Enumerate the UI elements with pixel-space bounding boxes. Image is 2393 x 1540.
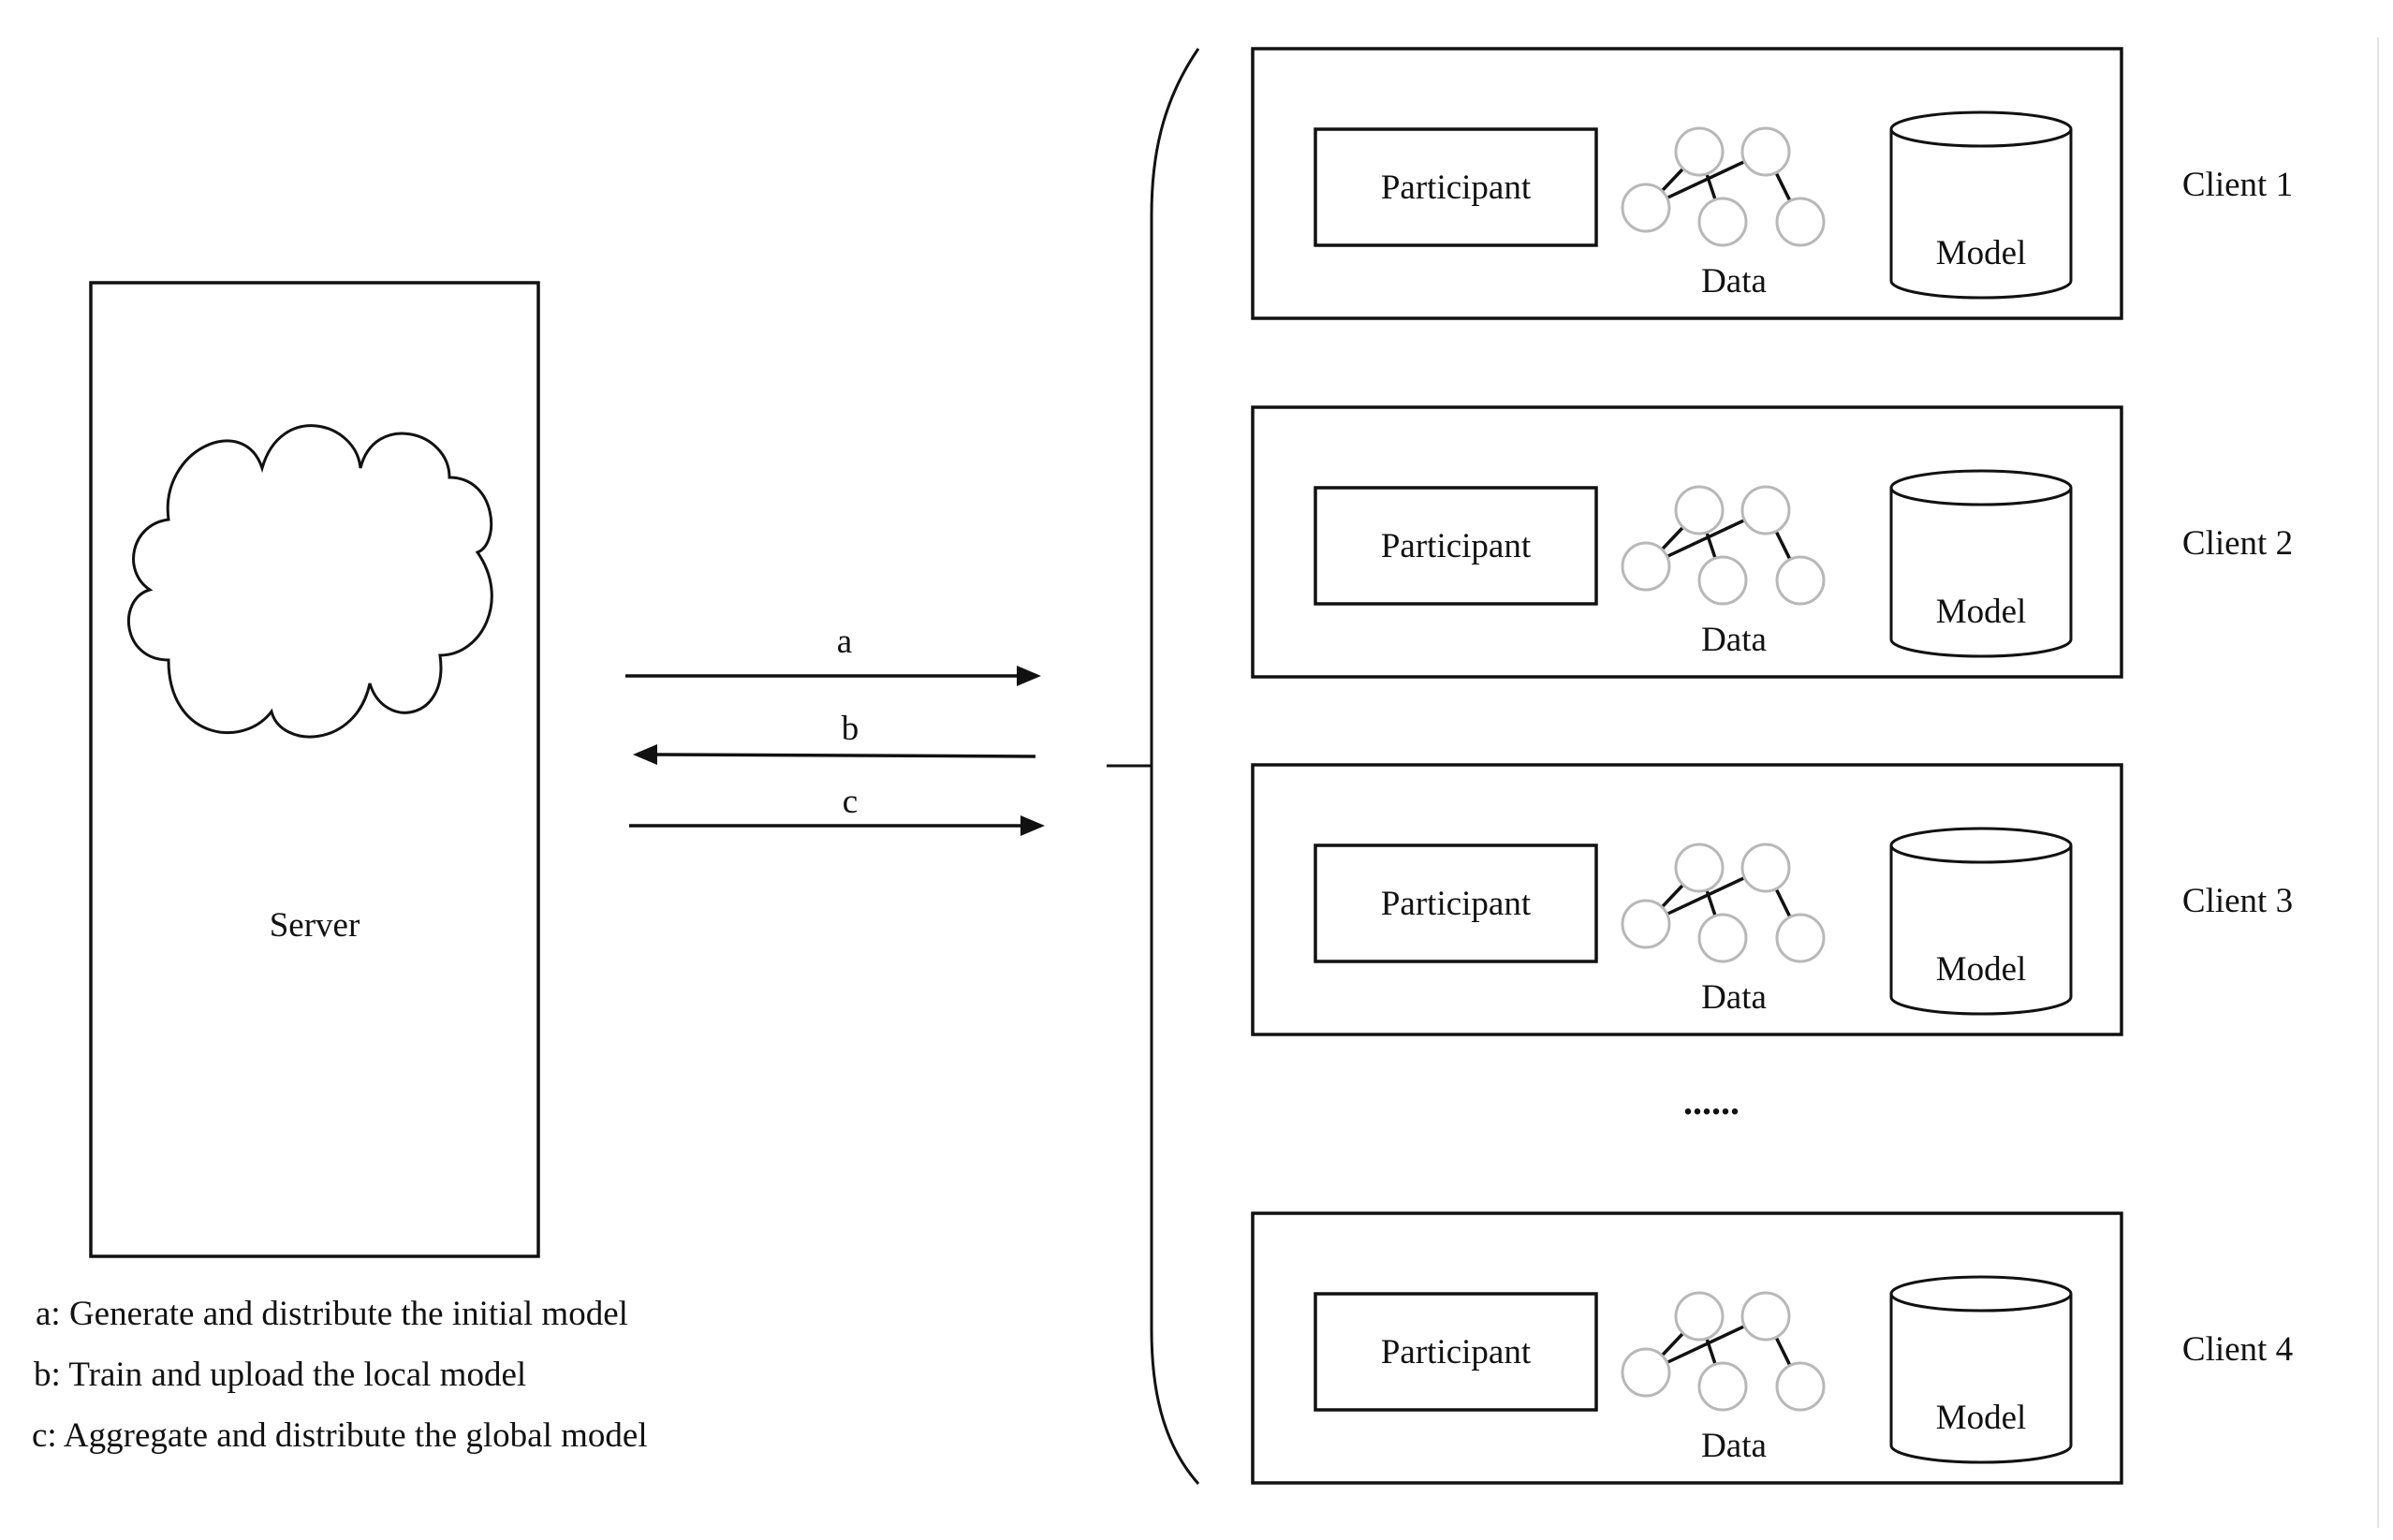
client-box xyxy=(1251,405,2123,679)
server-box xyxy=(89,281,540,1258)
data-label: Data xyxy=(1701,621,1767,659)
model-label: Model xyxy=(1936,593,2027,631)
legend-item-c: c: Aggregate and distribute the global m… xyxy=(32,1416,648,1455)
participant-box xyxy=(1314,1292,1598,1412)
data-label: Data xyxy=(1701,978,1767,1017)
legend-item-b: b: Train and upload the local model xyxy=(34,1356,526,1394)
participant-label: Participant xyxy=(1381,1333,1532,1371)
client-name: Client 4 xyxy=(2182,1330,2293,1369)
client-group-brace xyxy=(1107,48,1200,1485)
model-cylinder-icon xyxy=(1889,469,2073,658)
model-label: Model xyxy=(1936,1399,2027,1437)
data-graph-icon xyxy=(1621,1291,1826,1412)
participant-box xyxy=(1314,486,1598,606)
client-name: Client 1 xyxy=(2182,166,2293,204)
client-box xyxy=(1251,1211,2123,1485)
data-graph-icon xyxy=(1621,843,1826,963)
arrow-b-line xyxy=(654,753,1036,758)
data-label: Data xyxy=(1701,262,1767,301)
ellipsis: ...... xyxy=(1683,1080,1740,1122)
participant-label: Participant xyxy=(1381,885,1532,923)
participant-box xyxy=(1314,127,1598,247)
participant-label: Participant xyxy=(1381,169,1532,207)
arrow-c-label: c xyxy=(843,783,858,821)
model-cylinder-icon xyxy=(1889,110,2073,300)
server-label: Server xyxy=(270,906,360,945)
client-box xyxy=(1251,47,2123,320)
legend: a: Generate and distribute the initial m… xyxy=(32,1295,648,1455)
model-label: Model xyxy=(1936,234,2027,272)
client-box xyxy=(1251,763,2123,1036)
client-name: Client 2 xyxy=(2182,524,2293,563)
participant-label: Participant xyxy=(1381,527,1532,565)
arrow-b-label: b xyxy=(842,710,859,748)
model-cylinder-icon xyxy=(1889,1275,2073,1464)
arrow-c-head xyxy=(1020,815,1045,836)
arrow-a: a xyxy=(625,623,1041,686)
data-graph-icon xyxy=(1621,126,1826,247)
legend-item-a: a: Generate and distribute the initial m… xyxy=(36,1295,628,1333)
participant-box xyxy=(1314,843,1598,963)
cloud-icon xyxy=(127,424,493,739)
client-name: Client 3 xyxy=(2182,882,2293,920)
arrow-b-head xyxy=(633,744,657,765)
arrow-b: b xyxy=(633,710,1036,765)
server-node: Server xyxy=(89,281,540,1258)
data-graph-icon xyxy=(1621,485,1826,606)
arrow-a-head xyxy=(1017,666,1041,686)
data-label: Data xyxy=(1701,1427,1767,1465)
arrow-a-label: a xyxy=(837,623,852,661)
model-label: Model xyxy=(1936,950,2027,989)
model-cylinder-icon xyxy=(1889,827,2073,1016)
arrow-c: c xyxy=(629,783,1045,836)
